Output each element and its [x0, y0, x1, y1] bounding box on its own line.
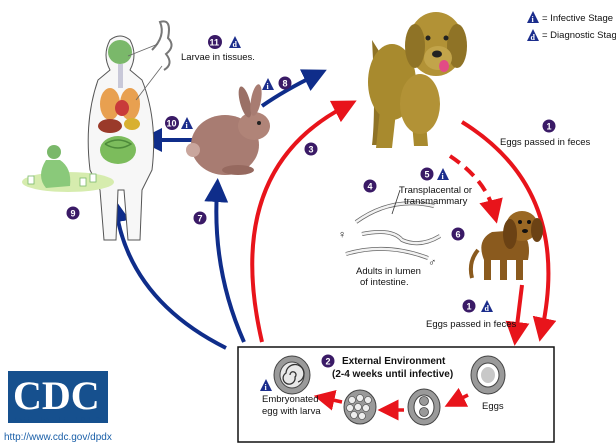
diagnostic-stage-icon: [481, 300, 493, 312]
step-10-infective-marker: i: [186, 121, 189, 130]
step-6: 6: [451, 227, 465, 241]
step-5-label-line1: Transplacental or: [399, 185, 472, 196]
egg-fertilized: [470, 355, 506, 395]
step-1-label: Eggs passed in feces: [500, 137, 591, 148]
eggs-label: Eggs: [482, 401, 504, 412]
arrow-environment-to-dog: [250, 100, 357, 343]
step-2-badge: [321, 354, 335, 368]
arrow-environment-to-child: [105, 198, 227, 350]
environment-subtitle: (2-4 weeks until infective): [332, 369, 453, 380]
egg-morula: [343, 389, 377, 425]
arrow-transplacental: [448, 154, 503, 224]
step-11-number: 11: [210, 38, 220, 48]
arrow-puppy-to-environment: [505, 284, 530, 346]
adult-dog-illustration: [368, 12, 467, 148]
step-4: 4 Adults in lumen of intestine.: [356, 179, 421, 288]
step-5-number: 5: [425, 170, 430, 180]
egg-two-cell: [407, 388, 441, 426]
environment-title: External Environment: [342, 356, 446, 367]
step-4-label-line2: of intestine.: [360, 277, 409, 288]
infective-stage-icon: [527, 11, 539, 23]
step-1-number: 1: [547, 122, 552, 132]
embryonated-label-line1: Embryonated: [262, 394, 319, 405]
red-arrows: [250, 100, 557, 346]
embryonated-infective-marker: i: [265, 383, 268, 392]
step-6-number: 6: [456, 230, 461, 240]
step-11-diagnostic-marker: d: [233, 40, 238, 49]
step-8: i 8: [262, 76, 292, 91]
blue-arrows: [105, 69, 327, 350]
puppy-illustration: [468, 211, 543, 280]
step-5-infective-marker: i: [442, 172, 445, 181]
step-1b-number: 1: [467, 302, 472, 312]
human-anatomy-illustration: [87, 20, 173, 241]
child-playing-illustration: [22, 145, 114, 192]
step-5-label-line2: transmammary: [404, 196, 468, 207]
arrow-dog-to-environment: [460, 120, 557, 342]
infective-stage-icon: [260, 379, 272, 391]
adult-worms-illustration: ♀ ♂: [338, 189, 442, 269]
step-3: 3: [304, 142, 318, 156]
female-symbol: ♀: [338, 229, 346, 241]
step-1b-diagnostic-marker: d: [485, 304, 490, 313]
step-3-number: 3: [309, 145, 314, 155]
cdc-url-link[interactable]: http://www.cdc.gov/dpdx: [4, 432, 112, 443]
embryonated-label-line2: egg with larva: [262, 406, 321, 417]
infective-stage-icon: [181, 117, 193, 129]
arrow-environment-to-rabbit: [204, 178, 246, 343]
step-11-label: Larvae in tissues.: [181, 52, 255, 63]
rabbit-illustration: [186, 84, 270, 175]
legend-diagnostic-marker: d: [531, 33, 536, 42]
step-9-number: 9: [71, 209, 76, 219]
step-8-infective-marker: i: [267, 82, 270, 91]
arrow-egg-3-to-4: [313, 390, 343, 411]
step-7: 7: [193, 211, 207, 225]
cdc-logo-text: CDC: [13, 373, 100, 418]
step-1b: 1 d Eggs passed in feces: [426, 299, 517, 330]
step-8-number: 8: [283, 79, 288, 89]
legend-infective-marker: i: [532, 15, 535, 24]
step-7-number: 7: [198, 214, 203, 224]
step-9: 9: [66, 206, 80, 220]
legend: i = Infective Stage d = Diagnostic Stage: [527, 11, 616, 42]
step-10: 10 i: [165, 116, 193, 130]
step-1b-label: Eggs passed in feces: [426, 319, 517, 330]
step-1: 1 Eggs passed in feces: [500, 119, 591, 148]
arrow-rabbit-to-dog: [260, 69, 327, 108]
infective-stage-icon: [262, 78, 274, 90]
cdc-logo-tagline: SAFER · HEALTHIER · PEOPLE™: [14, 417, 101, 423]
step-10-number: 10: [167, 119, 177, 129]
arrow-egg-1-to-2: [444, 387, 469, 407]
external-environment-box: External Environment (2-4 weeks until in…: [237, 346, 555, 443]
cdc-logo: CDC SAFER · HEALTHIER · PEOPLE™: [8, 371, 108, 423]
step-2-number: 2: [326, 357, 331, 367]
step-5: 5 i Transplacental or transmammary: [399, 167, 472, 207]
diagnostic-stage-icon: [229, 36, 241, 48]
step-4-label-line1: Adults in lumen: [356, 266, 421, 277]
step-11: 11 d Larvae in tissues.: [181, 35, 255, 63]
step-4-number: 4: [368, 182, 373, 192]
legend-diagnostic-label: = Diagnostic Stage: [542, 30, 616, 41]
infective-stage-icon: [437, 168, 449, 180]
male-symbol: ♂: [428, 257, 436, 269]
diagnostic-stage-icon: [527, 29, 539, 41]
legend-infective-label: = Infective Stage: [542, 13, 613, 24]
egg-embryonated: [273, 355, 311, 395]
